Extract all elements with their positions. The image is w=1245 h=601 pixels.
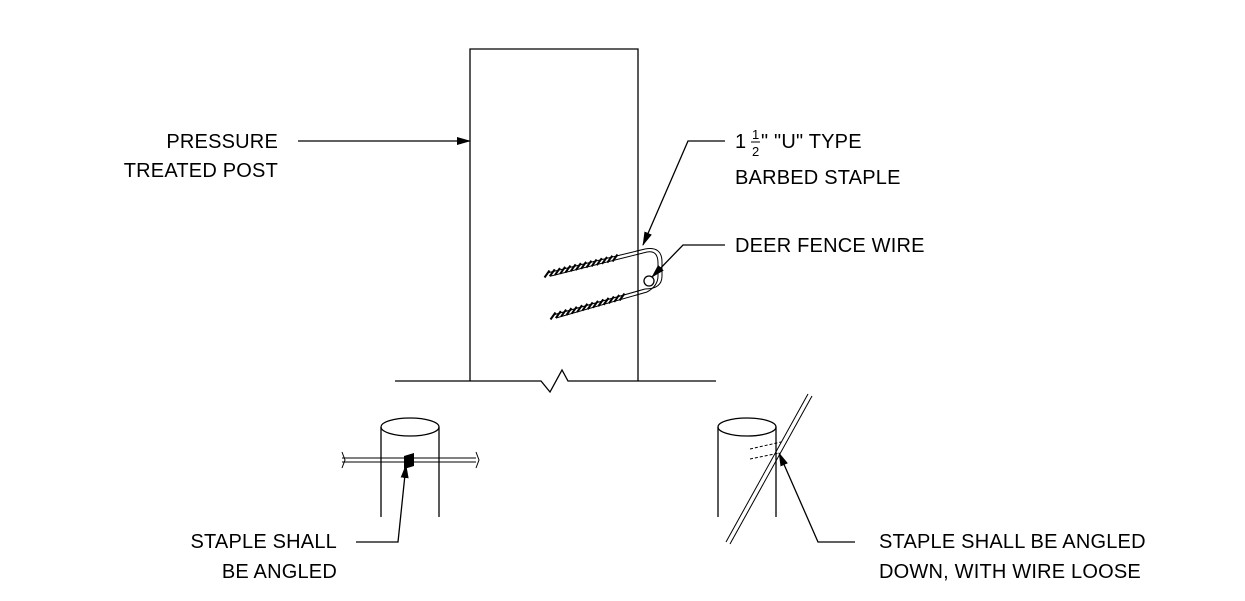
left-post-detail	[341, 417, 480, 517]
right-note-line1: STAPLE SHALL BE ANGLED	[879, 531, 1146, 553]
barb-mark	[608, 295, 615, 305]
staple-size-numerator: 1	[752, 127, 759, 142]
post-label-line2: TREATED POST	[124, 160, 278, 182]
barb-mark	[581, 303, 589, 312]
staple-type-label: 1 1 2 " "U" TYPE BARBED STAPLE	[735, 127, 901, 189]
right-note-leader	[778, 452, 855, 543]
barb-mark	[585, 260, 593, 269]
barb-mark	[570, 306, 578, 315]
barb-mark	[601, 256, 608, 265]
barb-mark	[595, 257, 603, 266]
barb-mark	[564, 264, 572, 274]
left-note-line1: STAPLE SHALL	[190, 531, 337, 553]
barb-mark	[554, 267, 561, 276]
barbed-staple-legs	[543, 248, 648, 321]
staple-leader	[642, 140, 725, 246]
right-note-line2: DOWN, WITH WIRE LOOSE	[879, 561, 1141, 583]
right-note-label: STAPLE SHALL BE ANGLED DOWN, WITH WIRE L…	[879, 531, 1146, 583]
barb-mark	[560, 308, 567, 318]
pressure-treated-post	[469, 48, 639, 381]
barb-mark	[543, 269, 551, 279]
left-note-leader	[356, 464, 409, 543]
barb-mark	[565, 307, 573, 316]
barb-mark	[606, 255, 614, 264]
barb-mark	[569, 263, 577, 272]
staple-type-text: " "U" TYPE	[761, 131, 862, 153]
barb-mark	[575, 262, 582, 271]
ground-line-break	[395, 368, 716, 394]
barb-mark	[559, 266, 567, 275]
barb-mark	[611, 253, 619, 263]
staple-type-line2: BARBED STAPLE	[735, 167, 901, 189]
left-note-label: STAPLE SHALL BE ANGLED	[190, 531, 337, 583]
barb-mark	[580, 261, 587, 270]
right-post-detail	[717, 393, 813, 545]
post-label-line1: PRESSURE	[166, 131, 278, 153]
staple-barbs	[543, 253, 626, 321]
barb-mark	[602, 297, 610, 306]
staple-size-whole: 1	[735, 131, 746, 153]
left-note-line2: BE ANGLED	[222, 561, 337, 583]
post-label: PRESSURE TREATED POST	[124, 131, 278, 182]
barb-mark	[613, 294, 621, 303]
staple-size-denominator: 2	[752, 144, 759, 159]
barb-mark	[597, 298, 605, 307]
barb-mark	[576, 304, 583, 313]
deer-fence-wire-section	[643, 275, 655, 287]
wire-label: DEER FENCE WIRE	[735, 235, 925, 257]
barb-mark	[586, 301, 594, 310]
barb-mark	[549, 311, 557, 321]
barb-mark	[618, 292, 626, 302]
barb-mark	[554, 310, 562, 319]
barb-mark	[592, 300, 599, 309]
wire-leader	[651, 244, 725, 278]
barb-mark	[590, 258, 598, 268]
barb-mark	[548, 268, 556, 277]
